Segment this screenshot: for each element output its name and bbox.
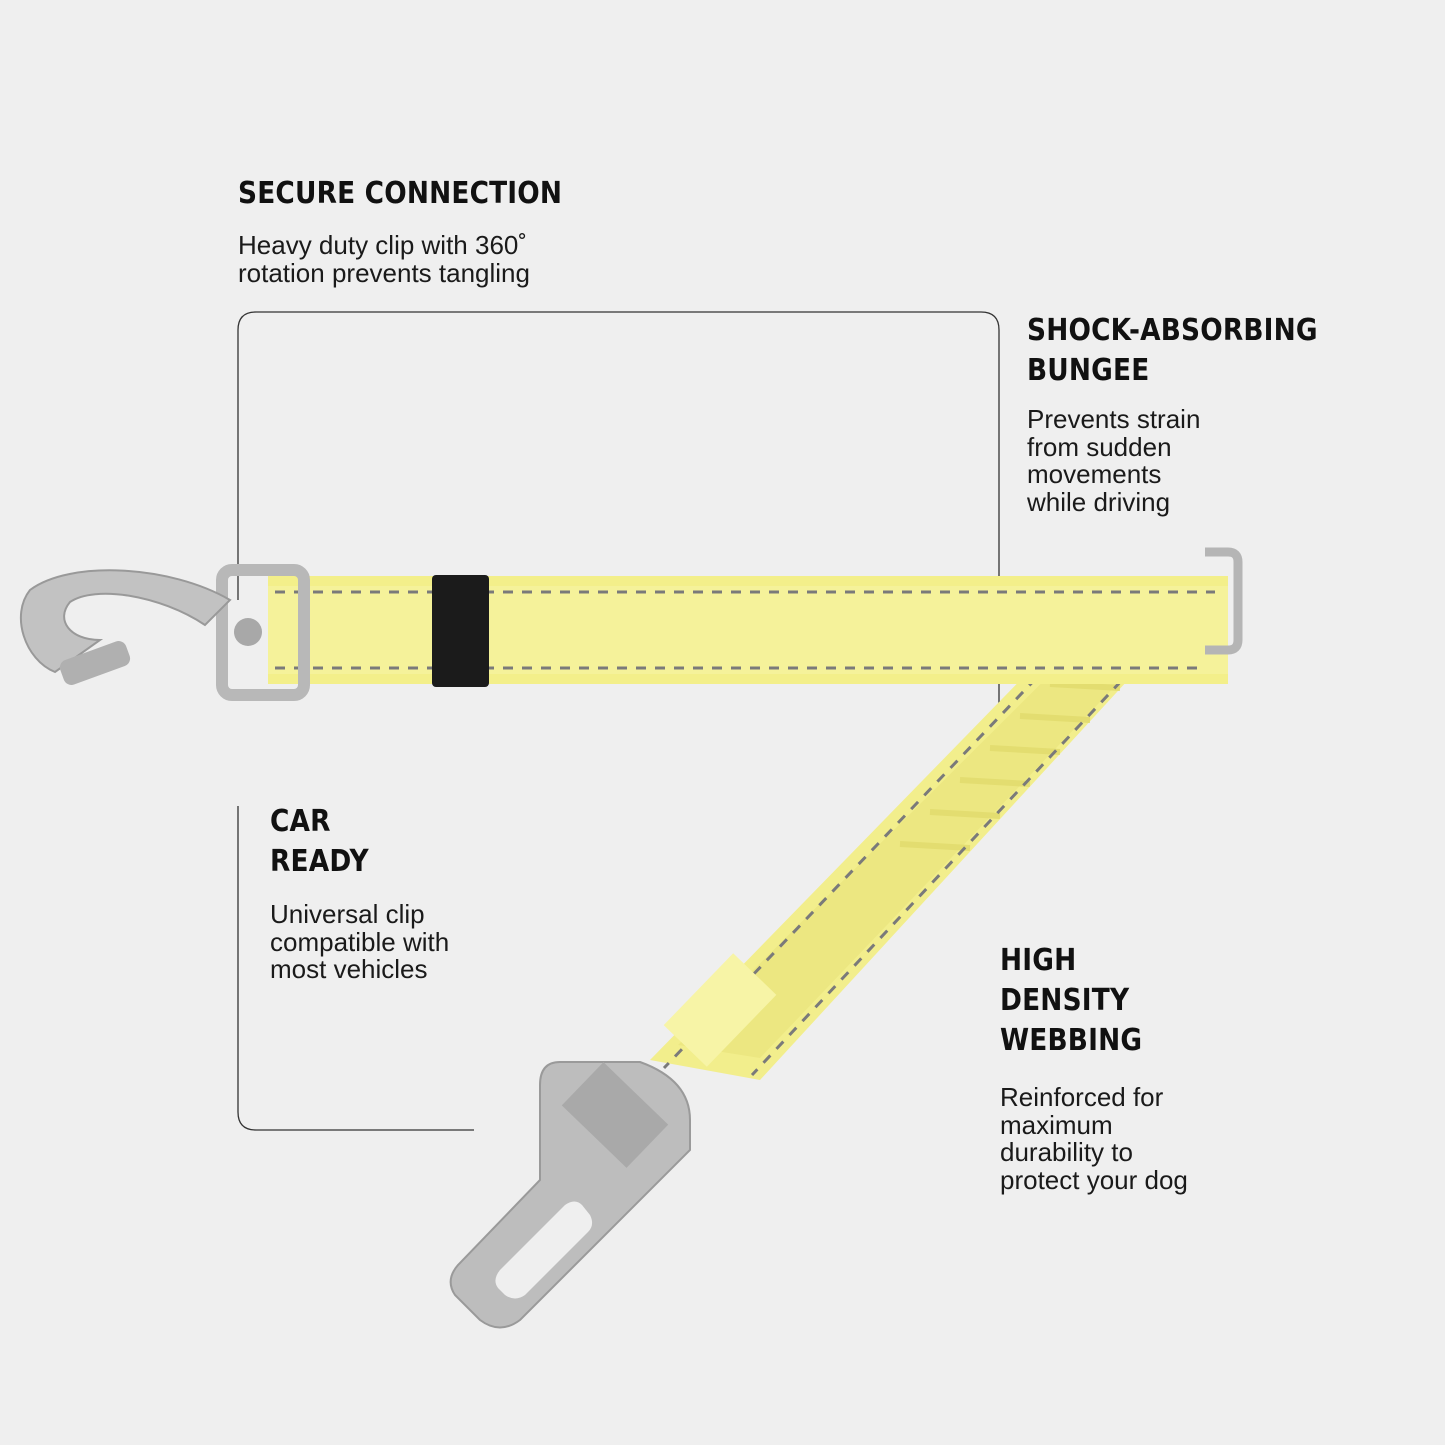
feature-title-car-ready: CAR READY (270, 804, 369, 879)
feature-title-secure-connection: SECURE CONNECTION (238, 176, 563, 211)
feature-title-high-density-webbing: HIGH DENSITY WEBBING (1000, 943, 1143, 1058)
callout-line-bottom (237, 806, 474, 1131)
d-ring-right (1205, 547, 1243, 655)
strap-keeper (432, 575, 489, 687)
feature-title-shock-absorbing: SHOCK-ABSORBING BUNGEE (1027, 313, 1318, 388)
top-strap (268, 575, 1228, 687)
bungee-strap (650, 578, 1220, 1080)
feature-desc-secure-connection: Heavy duty clip with 360˚ rotation preve… (238, 230, 530, 288)
feature-desc-car-ready: Universal clip compatible with most vehi… (270, 899, 450, 984)
snap-hook (20, 564, 310, 701)
seatbelt-buckle (449, 1061, 691, 1329)
feature-desc-shock-absorbing: Prevents strain from sudden movements wh… (1027, 404, 1201, 517)
feature-desc-high-density-webbing: Reinforced for maximum durability to pro… (1000, 1082, 1188, 1195)
callout-line-top (237, 311, 1000, 765)
